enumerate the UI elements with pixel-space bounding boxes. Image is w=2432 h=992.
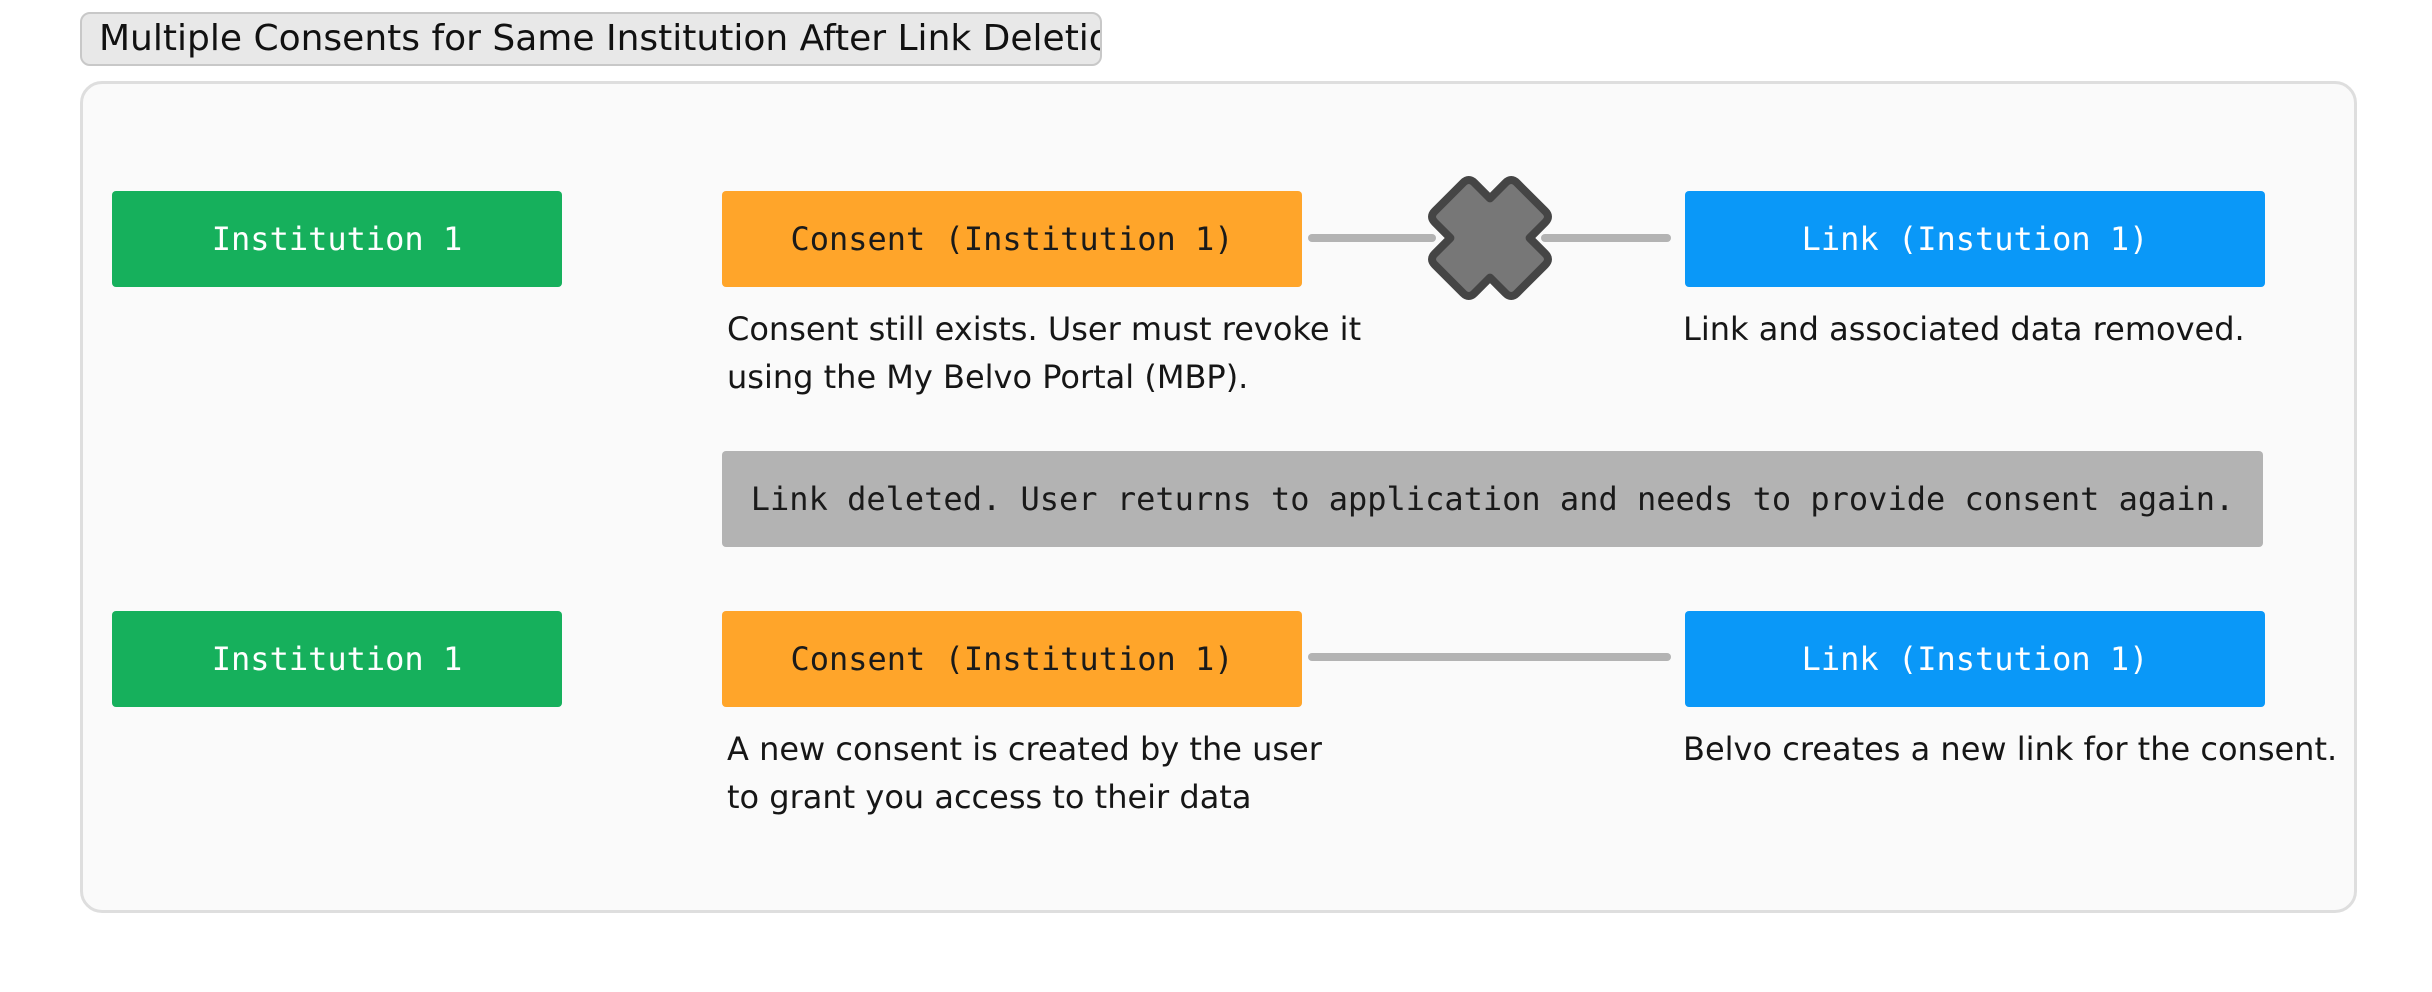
link-caption-row1: Link and associated data removed. <box>1683 310 2245 348</box>
consent-box-row2: Consent (Institution 1) <box>722 611 1302 707</box>
link-box-row1: Link (Instution 1) <box>1685 191 2265 287</box>
institution-box-row2: Institution 1 <box>112 611 562 707</box>
diagram-title: Multiple Consents for Same Institution A… <box>80 12 1102 66</box>
institution-box-row1: Institution 1 <box>112 191 562 287</box>
consent-box-row1: Consent (Institution 1) <box>722 191 1302 287</box>
link-deleted-note: Link deleted. User returns to applicatio… <box>722 451 2263 547</box>
consent-caption-row1-line1: Consent still exists. User must revoke i… <box>727 310 1362 348</box>
link-box-row2: Link (Instution 1) <box>1685 611 2265 707</box>
consent-caption-row2-line1: A new consent is created by the user <box>727 730 1322 768</box>
link-caption-row2: Belvo creates a new link for the consent… <box>1683 730 2338 768</box>
consent-caption-row2-line2: to grant you access to their data <box>727 778 1252 816</box>
consent-caption-row1-line2: using the My Belvo Portal (MBP). <box>727 358 1249 396</box>
